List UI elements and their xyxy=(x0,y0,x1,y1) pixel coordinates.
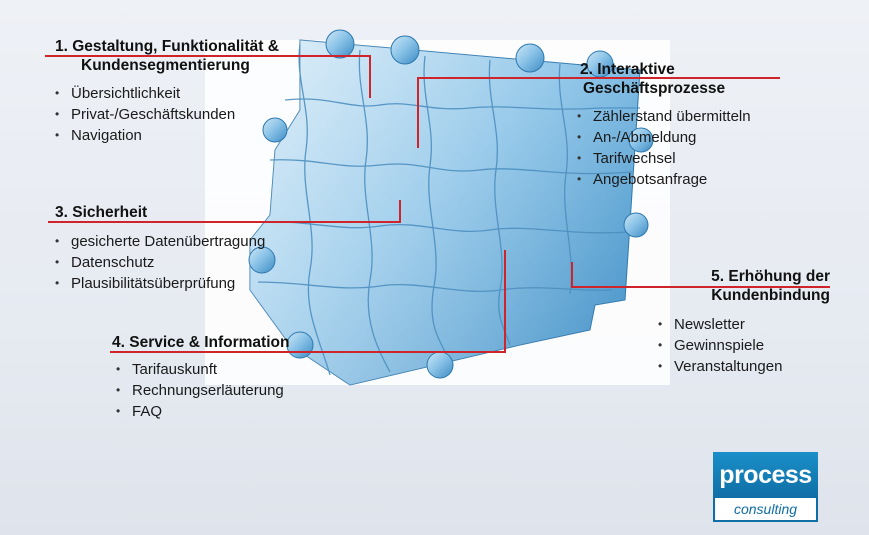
section-list: Übersichtlichkeit Privat-/Geschäftskunde… xyxy=(53,83,355,146)
section-service-information: 4. Service & Information Tarifauskunft R… xyxy=(112,333,372,422)
list-item: Tarifauskunft xyxy=(114,359,372,380)
list-item: Zählerstand übermitteln xyxy=(575,106,805,127)
logo-wordmark-bottom: consulting xyxy=(713,498,818,522)
section-list: Tarifauskunft Rechnungserläuterung FAQ xyxy=(114,359,372,422)
list-item: Angebotsanfrage xyxy=(575,169,805,190)
section-title: 3. Sicherheit xyxy=(55,204,148,221)
connector-lines xyxy=(45,55,830,353)
list-item: Plausibilitätsüberprüfung xyxy=(53,273,335,294)
section-title: 2. Interaktive Geschäftsprozesse xyxy=(575,60,805,98)
list-item: Navigation xyxy=(53,125,355,146)
section-sicherheit: 3. Sicherheit gesicherte Datenübertragun… xyxy=(55,203,335,294)
section-title: 1. Gestaltung, Funktionalität & Kundense… xyxy=(55,37,355,75)
logo-wordmark-top: process xyxy=(713,452,818,498)
section-title-line1: 1. Gestaltung, Funktionalität & xyxy=(55,38,279,55)
section-list: Zählerstand übermitteln An-/Abmeldung Ta… xyxy=(575,106,805,190)
list-item: Privat-/Geschäftskunden xyxy=(53,104,355,125)
section-list: Newsletter Gewinnspiele Veranstaltungen xyxy=(656,314,840,377)
list-item: Veranstaltungen xyxy=(656,356,840,377)
list-item: Gewinnspiele xyxy=(656,335,840,356)
section-title-line2: Kundenbindung xyxy=(711,287,830,304)
section-list: gesicherte Datenübertragung Datenschutz … xyxy=(53,231,335,294)
list-item: gesicherte Datenübertragung xyxy=(53,231,335,252)
section-title-line1: 5. Erhöhung der xyxy=(711,268,830,285)
section-gestaltung: 1. Gestaltung, Funktionalität & Kundense… xyxy=(55,37,355,146)
section-kundenbindung: 5. Erhöhung der Kundenbindung Newsletter… xyxy=(640,267,840,377)
list-item: Datenschutz xyxy=(53,252,335,273)
list-item: Rechnungserläuterung xyxy=(114,380,372,401)
list-item: Newsletter xyxy=(656,314,840,335)
section-interaktive-prozesse: 2. Interaktive Geschäftsprozesse Zählers… xyxy=(575,60,805,190)
list-item: Übersichtlichkeit xyxy=(53,83,355,104)
list-item: FAQ xyxy=(114,401,372,422)
section-title: 4. Service & Information xyxy=(112,334,290,351)
section-title-line2: Geschäftsprozesse xyxy=(583,80,726,97)
process-consulting-logo: process consulting xyxy=(713,452,818,524)
section-title: 5. Erhöhung der Kundenbindung xyxy=(640,267,840,305)
list-item: Tarifwechsel xyxy=(575,148,805,169)
section-title-line1: 2. Interaktive xyxy=(580,61,675,78)
list-item: An-/Abmeldung xyxy=(575,127,805,148)
section-title-line2: Kundensegmentierung xyxy=(81,57,250,74)
